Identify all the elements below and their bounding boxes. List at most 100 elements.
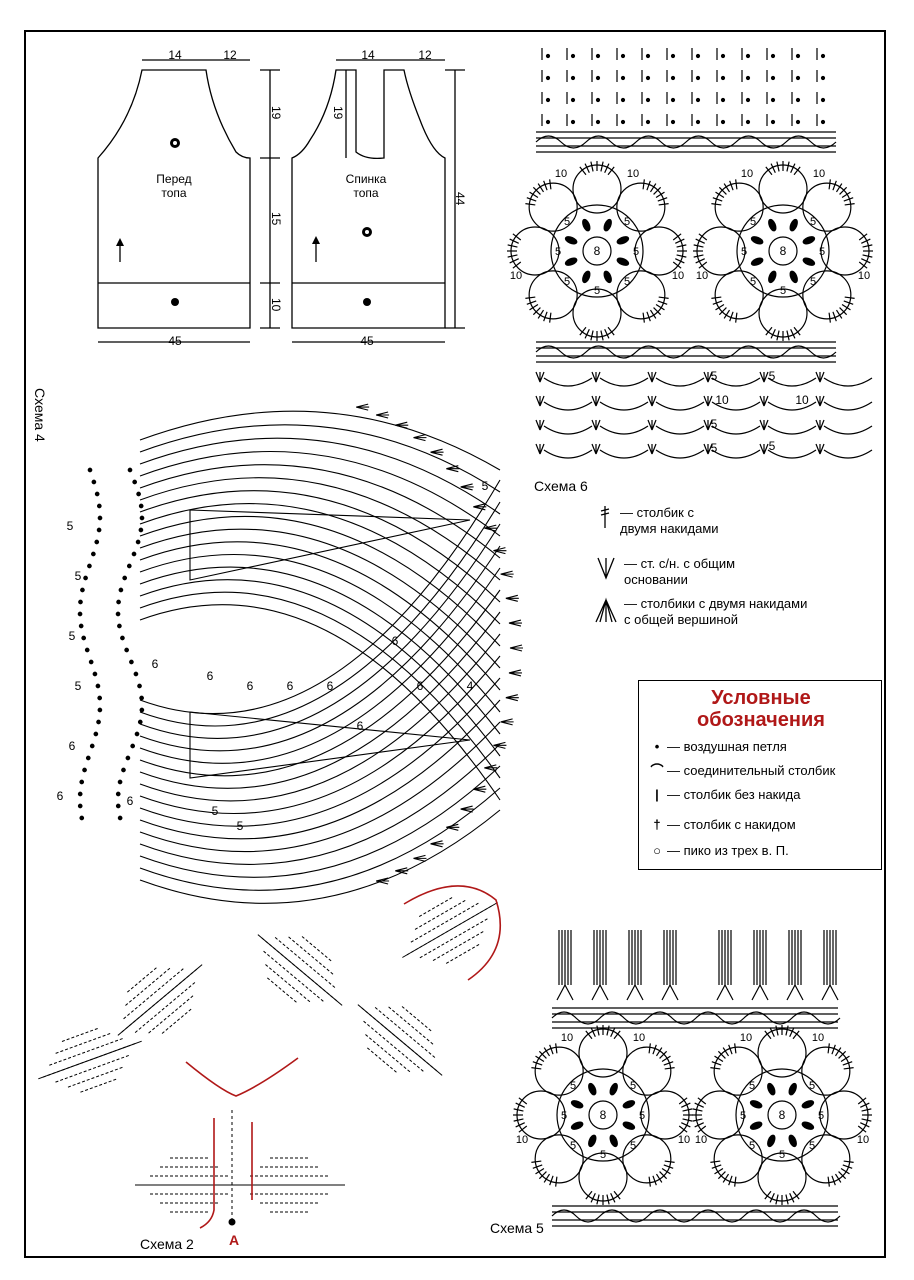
motif-stitch — [525, 296, 536, 299]
motif-stitch — [714, 1055, 724, 1063]
chain-dot — [135, 539, 141, 545]
page-frame — [24, 30, 886, 1258]
motif-inner-number: 5 — [741, 246, 747, 258]
fan-stitch — [535, 395, 545, 407]
motif-stitch — [765, 166, 773, 176]
fan-stitch — [647, 371, 657, 383]
motif-stitch — [840, 1167, 850, 1175]
scheme4-number: 6 — [207, 669, 214, 683]
chain-dot — [94, 491, 100, 497]
fan-stitch — [703, 371, 713, 383]
scheme4-number: 6 — [287, 679, 294, 693]
picot-stitch — [395, 867, 409, 875]
chain-dot — [97, 515, 103, 521]
motif-leaf — [564, 236, 578, 245]
common-top — [626, 983, 644, 1001]
motif-stitch — [535, 1167, 545, 1175]
fan-stitch — [647, 395, 657, 407]
chain-arc — [711, 401, 761, 411]
fan-arc — [139, 809, 501, 904]
motif-stitch — [555, 1043, 558, 1054]
scheme2-label: Схема 2 — [140, 1236, 194, 1252]
scheme6-number: 10 — [795, 393, 809, 407]
motif-petal — [640, 1090, 690, 1140]
motif-stitch — [682, 1118, 693, 1122]
motif-stitch — [775, 1194, 779, 1205]
motif-stitch — [515, 1102, 525, 1108]
motif-stitch — [843, 300, 854, 305]
motif-stitch — [585, 1190, 593, 1200]
chain-arc — [823, 401, 873, 411]
scheme6-number: 5 — [769, 369, 776, 383]
motif-inner-number: 5 — [749, 1140, 755, 1152]
fan-arc — [139, 554, 501, 713]
motif-outer-number: 10 — [857, 1134, 869, 1146]
chain-arc — [711, 449, 761, 459]
picot-stitch — [493, 741, 507, 749]
motif-outer-number: 10 — [672, 270, 684, 282]
fan-stitch — [759, 419, 769, 431]
leaf-row — [288, 936, 335, 976]
motif-stitch — [734, 1176, 737, 1187]
motif-stitch — [535, 1055, 545, 1063]
motif-leaf — [789, 218, 798, 232]
motif-stitch — [857, 1125, 867, 1133]
picot-stitch — [413, 434, 427, 442]
motif-stitch — [653, 307, 662, 316]
picot-stitch — [484, 764, 498, 772]
motif-stitch — [715, 303, 725, 311]
motif-stitch — [681, 1122, 691, 1128]
point-a-label: А — [229, 1232, 240, 1248]
motif-petal — [616, 182, 666, 232]
motif-stitch — [661, 1167, 671, 1175]
chain-dot — [132, 479, 138, 485]
motif-stitch — [793, 166, 801, 176]
scheme4-number: 6 — [69, 739, 76, 753]
motif-stitch — [765, 326, 773, 336]
chain-arc — [655, 401, 705, 411]
fan-arc — [139, 591, 501, 779]
chain-dot — [570, 119, 576, 125]
motif-stitch — [834, 1047, 842, 1057]
motif-stitch — [658, 203, 669, 206]
chain-dot — [78, 623, 84, 629]
chain-dot — [770, 53, 776, 59]
motif-stitch — [841, 303, 851, 311]
motif-stitch — [729, 311, 734, 322]
fan-stitch — [535, 371, 545, 383]
picot-stitch — [473, 785, 487, 793]
motif-leaf — [582, 270, 591, 284]
motif-petal — [516, 1090, 566, 1140]
chain-dot — [115, 791, 121, 797]
chain-arc — [543, 401, 593, 411]
motif-stitch — [538, 1050, 547, 1059]
motif-outer-number: 10 — [555, 168, 567, 180]
leaf-motif — [135, 1157, 245, 1213]
motif-stitch — [676, 244, 687, 248]
motif-petal — [622, 1046, 672, 1096]
motif-stitch — [712, 197, 723, 202]
chain-dot — [91, 479, 97, 485]
leaf-spine — [357, 1004, 443, 1076]
motif-stitch — [658, 296, 669, 299]
motif-stitch — [584, 329, 590, 339]
fan-arc — [139, 721, 501, 853]
motif-stitch — [838, 1050, 847, 1059]
motif-stitch — [652, 1044, 657, 1055]
motif-stitch — [693, 254, 704, 258]
chain-dot — [115, 611, 121, 617]
motif-stitch — [711, 1061, 722, 1066]
motif-center — [582, 236, 612, 266]
motif-outer-number: 10 — [633, 1032, 645, 1044]
mesh-triangle — [189, 509, 471, 581]
motif-stitch — [785, 1025, 789, 1036]
motif-inner-number: 5 — [594, 285, 600, 297]
fan-stitch — [759, 443, 769, 455]
legend-item-slip: ⌒— соединительный столбик — [647, 763, 835, 778]
motif-stitch — [579, 326, 587, 336]
motif-stitch — [646, 311, 651, 322]
scheme4-number: 6 — [417, 679, 424, 693]
motif-stitch — [711, 203, 722, 206]
